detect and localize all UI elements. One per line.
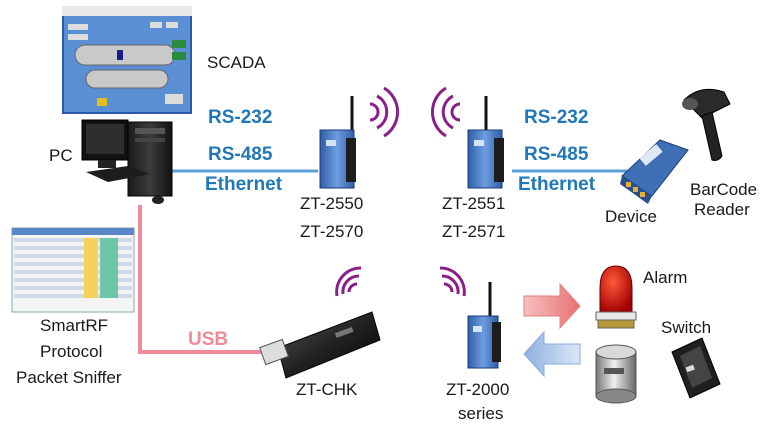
alarm-light xyxy=(595,265,637,329)
zt2000-label-line1: ZT-2000 xyxy=(446,380,509,399)
zt2571-label: ZT-2571 xyxy=(442,222,505,241)
ethernet-label-right: Ethernet xyxy=(518,174,596,195)
alarm-label: Alarm xyxy=(643,268,687,287)
zt2000-module xyxy=(467,282,501,369)
usb-label: USB xyxy=(188,329,228,350)
pc-label: PC xyxy=(49,146,73,165)
sensor-cylinder xyxy=(595,344,637,404)
rocker-switch xyxy=(671,337,721,399)
device-label: Device xyxy=(605,207,657,226)
wireless-waves-zt-chk xyxy=(335,266,362,297)
barcode-label-line2: Reader xyxy=(694,200,750,219)
rs232-label-right: RS-232 xyxy=(524,107,588,128)
scada-screen xyxy=(62,6,192,114)
switch-label: Switch xyxy=(661,318,711,337)
smartrf-label-line2: Protocol xyxy=(40,342,102,361)
arrow-left-icon xyxy=(523,330,581,378)
wireless-waves-zt2550 xyxy=(369,86,400,138)
zt2000-label-line2: series xyxy=(458,404,503,423)
wireless-waves-zt2551 xyxy=(430,86,461,138)
zt-chk-label: ZT-CHK xyxy=(296,380,358,399)
ethernet-label-left: Ethernet xyxy=(205,174,283,195)
smartrf-label-line1: SmartRF xyxy=(40,316,108,335)
barcode-reader xyxy=(682,88,731,161)
zt2551-module xyxy=(467,96,504,189)
rs232-label-left: RS-232 xyxy=(208,107,272,128)
zt2570-label: ZT-2570 xyxy=(300,222,363,241)
zt2550-module xyxy=(319,96,356,189)
wireless-waves-zt2000 xyxy=(439,266,466,297)
arrow-right-icon xyxy=(523,282,581,330)
smartrf-screen xyxy=(11,227,135,313)
pc-computer xyxy=(81,119,173,204)
zt-chk-dongle xyxy=(259,311,381,379)
rs485-label-left: RS-485 xyxy=(208,144,273,165)
device-module xyxy=(620,139,689,204)
scada-label: SCADA xyxy=(207,53,266,72)
barcode-label-line1: BarCode xyxy=(690,180,757,199)
usb-line xyxy=(138,205,282,354)
smartrf-label-line3: Packet Sniffer xyxy=(16,368,122,387)
zt2551-label: ZT-2551 xyxy=(442,194,505,213)
rs485-label-right: RS-485 xyxy=(524,144,589,165)
zt2550-label: ZT-2550 xyxy=(300,194,363,213)
